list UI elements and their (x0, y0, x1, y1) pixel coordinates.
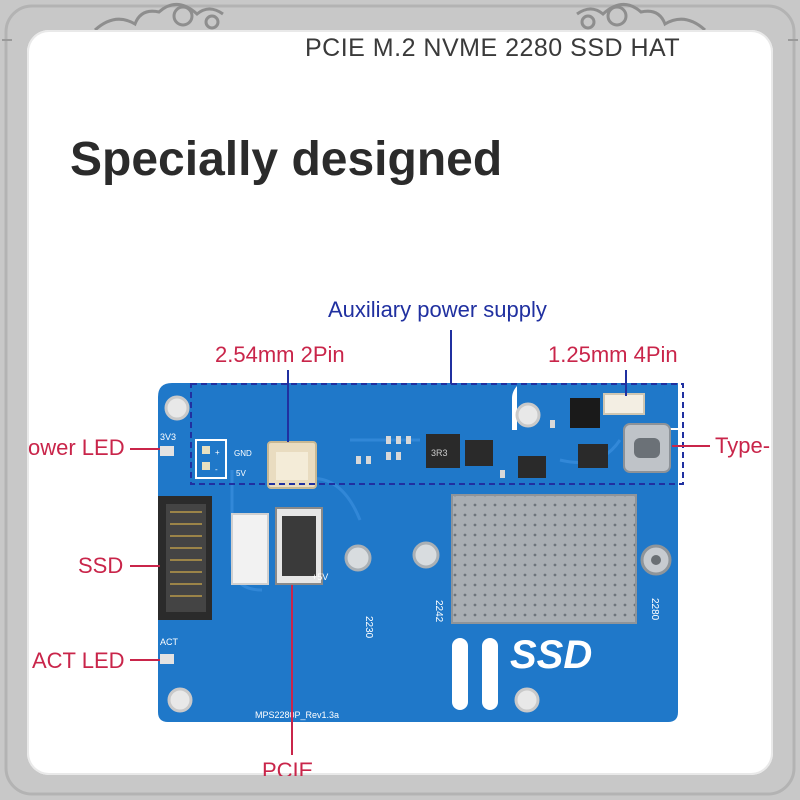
power-led-icon (160, 446, 174, 456)
type-c-label: Type- (715, 433, 771, 458)
mounting-hole-icon (164, 395, 541, 713)
svg-text:GND: GND (234, 449, 252, 458)
pcie-label: PCIE (262, 758, 314, 776)
act-led-icon (160, 654, 174, 664)
vent-slot (452, 638, 468, 710)
fpc-pad (231, 513, 269, 585)
aux-power-outline (190, 383, 684, 485)
aux-power-label: Auxiliary power supply (328, 297, 547, 322)
svg-text:+: + (215, 448, 220, 457)
svg-text:2230: 2230 (363, 616, 374, 639)
shield-plate (451, 494, 637, 624)
silkscreen-ssd: SSD (510, 633, 592, 677)
svg-text:MPS2280P_Rev1.3a: MPS2280P_Rev1.3a (255, 710, 339, 720)
svg-text:+5V: +5V (312, 572, 328, 582)
ssd-label: SSD (78, 553, 124, 578)
pin-254-label: 2.54mm 2Pin (215, 342, 345, 367)
aux-2pin-header: + - (195, 439, 227, 479)
svg-text:3V3: 3V3 (160, 432, 176, 442)
vent-slot (482, 638, 498, 710)
svg-text:2242: 2242 (433, 600, 444, 623)
svg-text:3R3: 3R3 (431, 448, 448, 458)
svg-text:ACT: ACT (160, 637, 179, 647)
svg-text:2280: 2280 (649, 598, 660, 621)
power-led-label: ower LED (28, 435, 125, 460)
m2-slot (158, 496, 212, 620)
jst-4pin-connector (603, 393, 645, 415)
product-title: PCIE M.2 NVME 2280 SSD HAT (305, 34, 681, 62)
svg-text:5V: 5V (236, 469, 246, 478)
pin-125-label: 1.25mm 4Pin (548, 342, 678, 367)
act-led-label: ACT LED (32, 648, 125, 673)
headline: Specially designed (70, 133, 503, 186)
jst-2pin-connector (267, 441, 317, 489)
svg-text:-: - (215, 465, 218, 474)
